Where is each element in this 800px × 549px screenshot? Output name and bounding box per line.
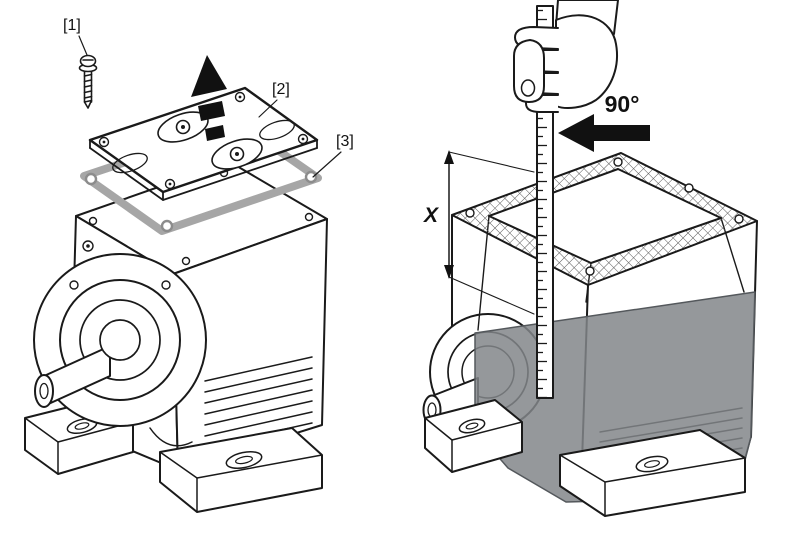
extension-line-top [448, 151, 535, 173]
boss-bolt-hole [69, 280, 79, 290]
callout-3-leader [312, 151, 342, 178]
callout-1-label: [1] [63, 17, 81, 34]
gear-unit-housing [24, 161, 328, 513]
palm [555, 14, 618, 109]
callout-2-label: [2] [272, 81, 290, 98]
mounting-foot-left-right-figure [424, 399, 523, 473]
inspection-cover [88, 86, 319, 201]
screw [78, 54, 98, 109]
cover-boss [157, 111, 263, 170]
removal-arrow [191, 55, 227, 141]
callouts-left: [1] [2] [3] [63, 17, 354, 178]
thumb [513, 39, 545, 103]
mounting-foot-right [159, 427, 323, 513]
callout-1-leader [78, 35, 88, 56]
cover-screw-holes [98, 91, 309, 190]
fill-level-dimension: X [423, 150, 535, 315]
output-shaft [34, 319, 141, 408]
dimension-arrowhead-top [444, 150, 454, 164]
angle-arrow-left [558, 114, 650, 152]
figure-remove-cover: [1] [2] [3] [24, 17, 354, 513]
dimension-x-label: X [423, 204, 440, 227]
mounting-foot-right-right-figure [559, 429, 746, 517]
callout-3-label: [3] [336, 133, 354, 150]
cover-contour-lines [112, 119, 295, 174]
rim-bolt-holes [465, 157, 744, 276]
dimension-arrowhead-bottom [444, 265, 454, 279]
angle-90-label: 90° [605, 91, 640, 117]
perpendicular-annotation: 90° [558, 91, 650, 152]
extension-line-bottom [448, 276, 535, 315]
callout-2-leader [258, 99, 278, 118]
hatched-sealing-surface [451, 152, 758, 286]
figure-measure-oil-level: X 90° [422, 0, 758, 517]
boss-bolt-hole [161, 280, 171, 290]
hand [513, 0, 619, 113]
thumbnail [520, 79, 536, 97]
casting-detail [149, 427, 193, 447]
